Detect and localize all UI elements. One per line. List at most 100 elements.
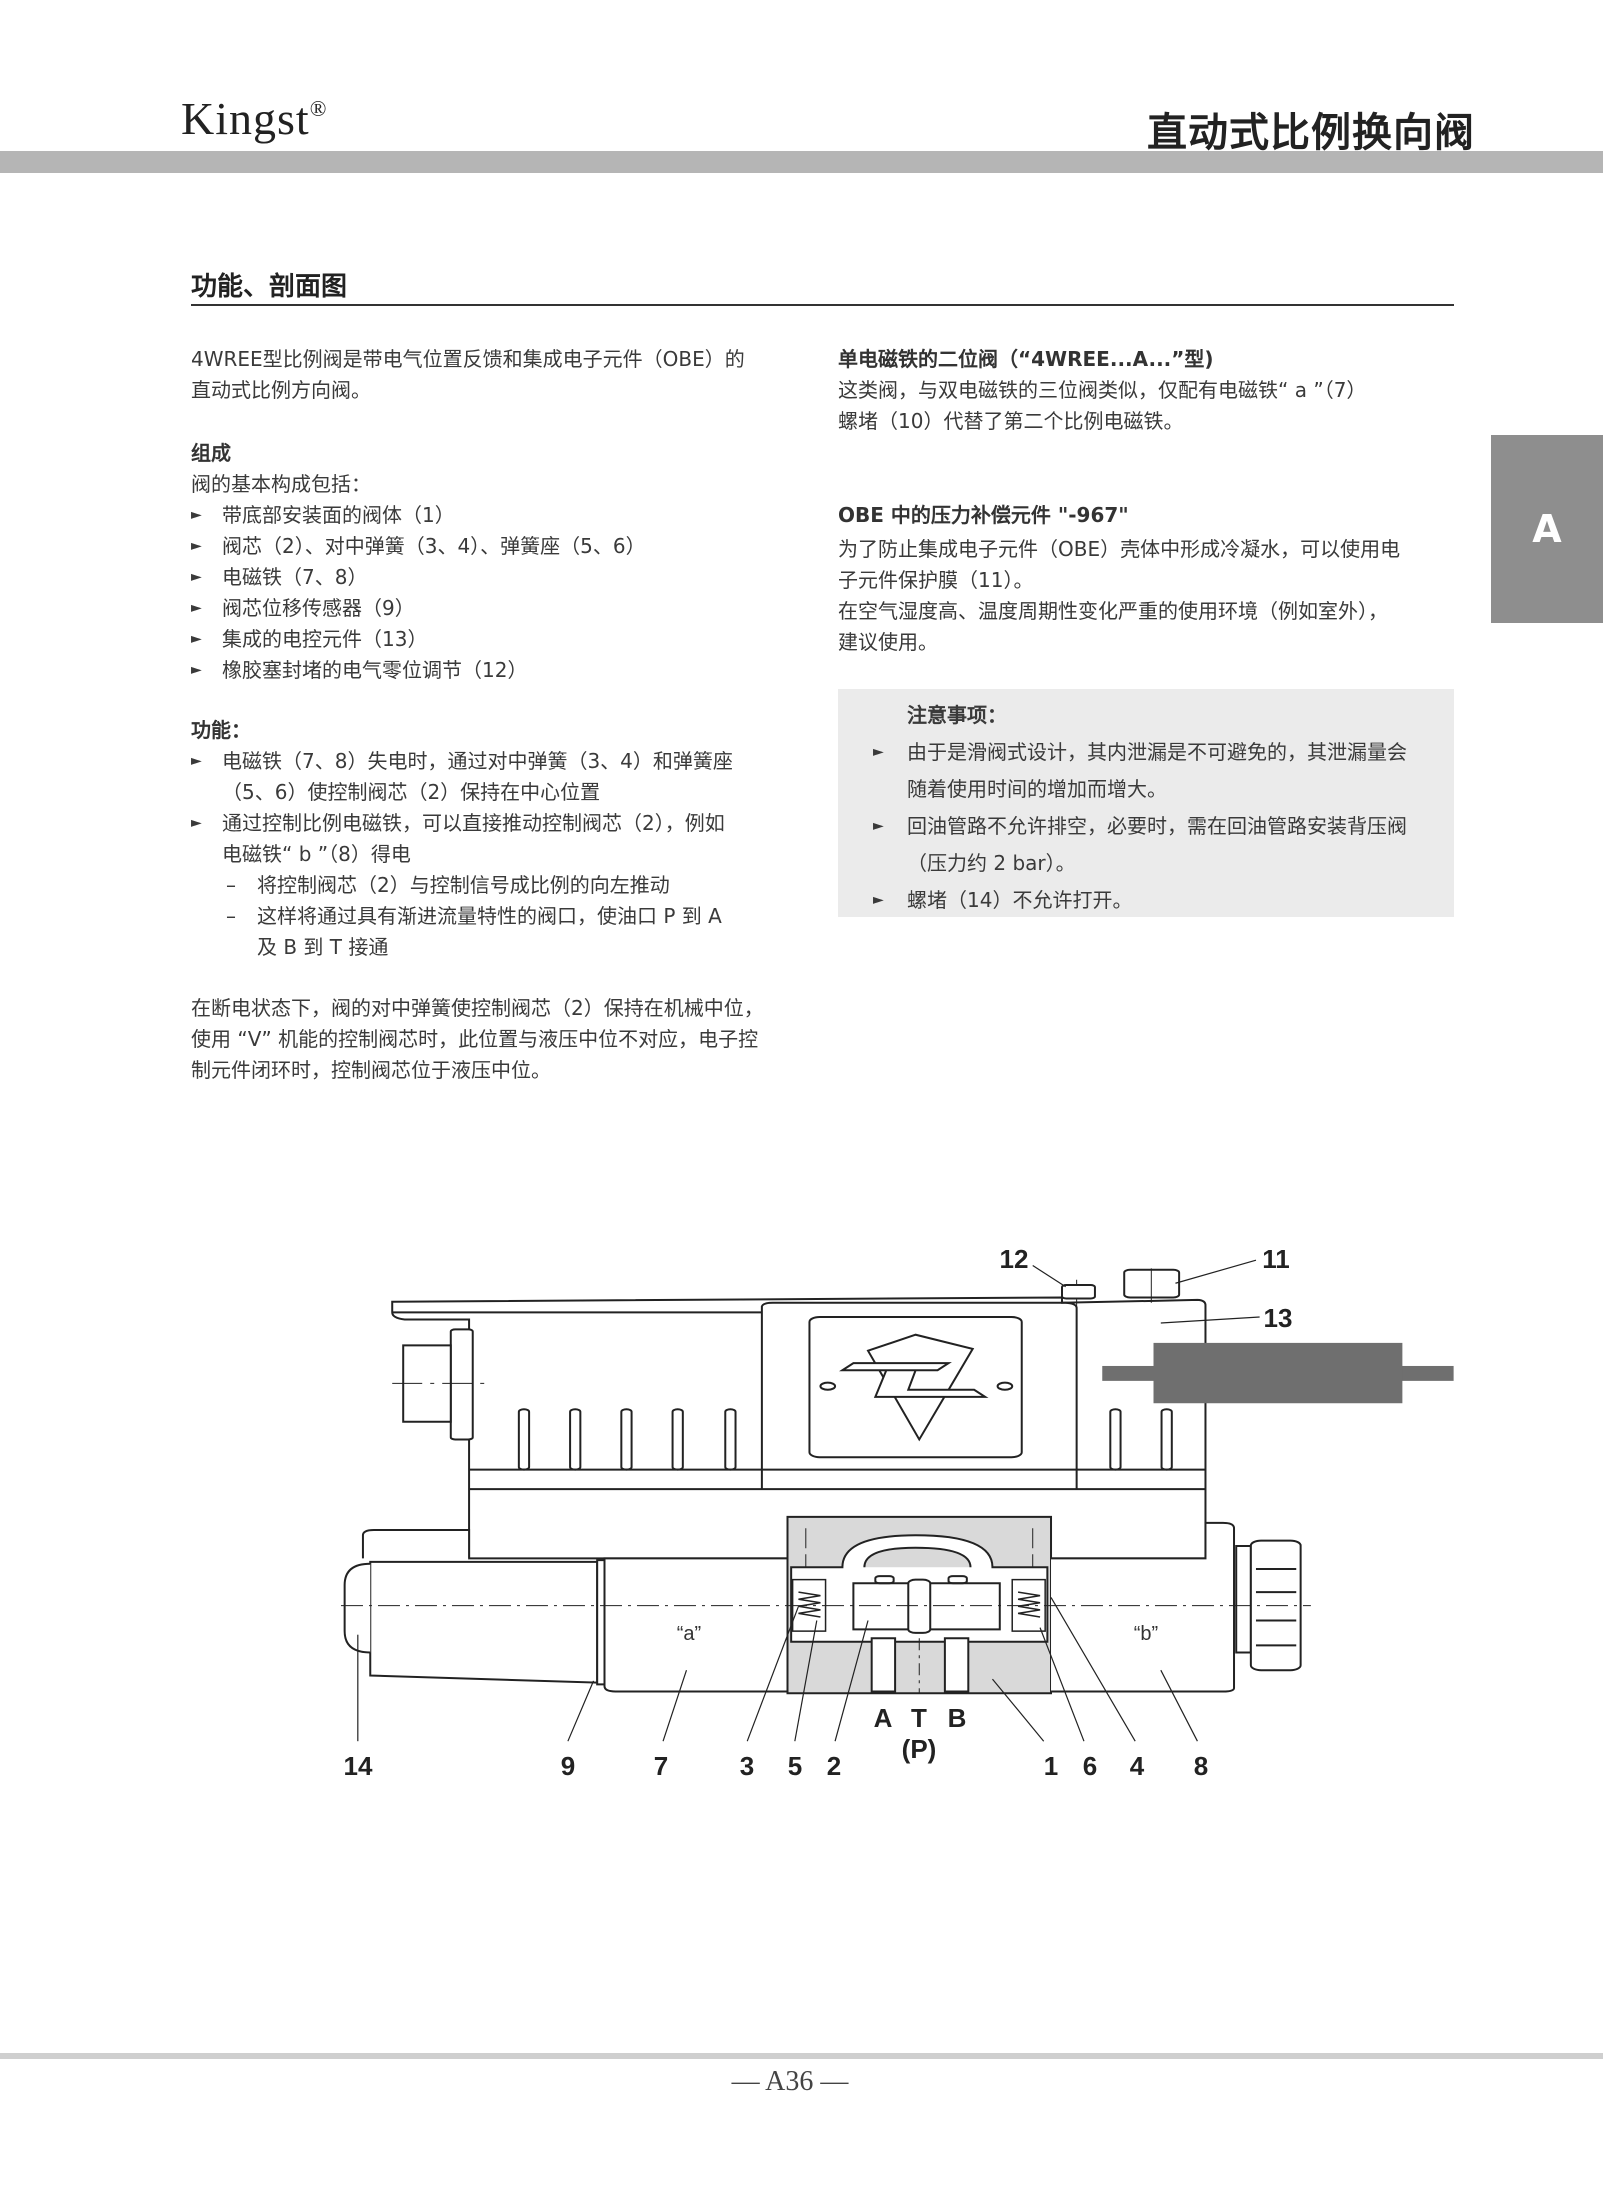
page-number: — A36 — bbox=[731, 2066, 849, 2097]
text-line: 为了防止集成电子元件（OBE）壳体中形成冷凝水，可以使用电 bbox=[838, 537, 1401, 561]
notice-item: ► 螺堵（14）不允许打开。 bbox=[858, 882, 1438, 919]
callout-5: 5 bbox=[788, 1751, 802, 1781]
zero-adjust-plug bbox=[1062, 1285, 1095, 1298]
item-text: 及 B 到 T 接通 bbox=[257, 935, 389, 959]
item-text: 阀芯位移传感器（9） bbox=[222, 596, 415, 620]
protective-membrane bbox=[1124, 1268, 1179, 1302]
text-line: 4WREE型比例阀是带电气位置反馈和集成电子元件（OBE）的 bbox=[191, 347, 745, 371]
text-line: 这类阀，与双电磁铁的三位阀类似，仅配有电磁铁“ a ”（7） bbox=[838, 378, 1367, 402]
item-text: 橡胶塞封堵的电气零位调节（12） bbox=[222, 658, 528, 682]
item-text: 螺堵（14）不允许打开。 bbox=[907, 888, 1133, 912]
list-item: ► 电磁铁（7、8）失电时，通过对中弹簧（3、4）和弹簧座 （5、6）使控制阀芯… bbox=[191, 746, 831, 808]
callout-12: 12 bbox=[1000, 1244, 1029, 1274]
list-item: ► 阀芯位移传感器（9） bbox=[191, 593, 811, 624]
item-text: 电磁铁（7、8）失电时，通过对中弹簧（3、4）和弹簧座 bbox=[222, 749, 733, 773]
composition-section: 组成 阀的基本构成包括： ► 带底部安装面的阀体（1） ►阀芯（2）、对中弹簧（3… bbox=[191, 438, 811, 686]
list-item: ►阀芯（2）、对中弹簧（3、4）、弹簧座（5、6） bbox=[191, 531, 811, 562]
list-item: ► 通过控制比例电磁铁，可以直接推动控制阀芯（2），例如 电磁铁“ b ”（8）… bbox=[191, 808, 831, 870]
intro-paragraph: 4WREE型比例阀是带电气位置反馈和集成电子元件（OBE）的 直动式比例方向阀。 bbox=[191, 344, 811, 406]
brand-emblem-icon bbox=[820, 1335, 1012, 1440]
obe-heading: OBE 中的压力补偿元件 "-967" bbox=[838, 503, 1129, 527]
text-line: 直动式比例方向阀。 bbox=[191, 378, 371, 402]
obe-section: OBE 中的压力补偿元件 "-967" 为了防止集成电子元件（OBE）壳体中形成… bbox=[838, 500, 1458, 658]
obe-block bbox=[1102, 1342, 1454, 1404]
brand-logo: Kingst® bbox=[181, 92, 327, 145]
solenoid-b-label: “b” bbox=[1134, 1623, 1158, 1645]
bullet-icon: ► bbox=[191, 662, 202, 678]
callout-8: 8 bbox=[1194, 1751, 1208, 1781]
port-t-label: T bbox=[911, 1703, 927, 1733]
leader-lines bbox=[358, 1260, 1260, 1741]
item-text: 通过控制比例电磁铁，可以直接推动控制阀芯（2），例如 bbox=[222, 811, 725, 835]
bullet-icon: ► bbox=[873, 892, 884, 908]
brand-name: Kingst bbox=[181, 93, 310, 144]
composition-heading: 组成 bbox=[191, 441, 231, 465]
section-title: 功能、剖面图 bbox=[191, 272, 348, 302]
list-item: ►电磁铁（7、8） bbox=[191, 562, 811, 593]
bullet-icon: ► bbox=[873, 744, 884, 760]
bullet-icon: ► bbox=[191, 753, 202, 769]
item-text: 这样将通过具有渐进流量特性的阀口，使油口 P 到 A bbox=[257, 904, 722, 928]
callout-9: 9 bbox=[561, 1751, 575, 1781]
callout-1: 1 bbox=[1044, 1751, 1058, 1781]
section-divider bbox=[191, 304, 1454, 306]
notice-item: ► 由于是滑阀式设计，其内泄漏是不可避免的，其泄漏量会 随着使用时间的增加而增大… bbox=[858, 734, 1438, 808]
sub-list-item: – 将控制阀芯（2）与控制信号成比例的向左推动 bbox=[191, 870, 831, 901]
solenoid-a-label: “a” bbox=[677, 1623, 701, 1645]
list-item: ► 带底部安装面的阀体（1） bbox=[191, 500, 811, 531]
callout-4: 4 bbox=[1130, 1751, 1145, 1781]
cooling-fins bbox=[519, 1409, 1172, 1469]
item-text: 回油管路不允许排空，必要时，需在回油管路安装背压阀 bbox=[907, 814, 1407, 838]
list-item: ► 橡胶塞封堵的电气零位调节（12） bbox=[191, 655, 811, 686]
item-text: 集成的电控元件（13） bbox=[222, 627, 428, 651]
text-line: 建议使用。 bbox=[838, 630, 938, 654]
text-line: 子元件保护膜（11）。 bbox=[838, 568, 1034, 592]
valve-cross-section-diagram: “a” “b” A T B (P) 14 9 7 3 5 2 1 6 4 8 1… bbox=[330, 1244, 1454, 1781]
text-line: 使用 “V” 机能的控制阀芯时，此位置与液压中位不对应，电子控 bbox=[191, 1027, 759, 1051]
single-solenoid-section: 单电磁铁的二位阀（“4WREE...A...”型) 这类阀，与双电磁铁的三位阀类… bbox=[838, 344, 1458, 437]
sub-list-item: – 这样将通过具有渐进流量特性的阀口，使油口 P 到 A 及 B 到 T 接通 bbox=[191, 901, 831, 963]
function-section: 功能： ► 电磁铁（7、8）失电时，通过对中弹簧（3、4）和弹簧座 （5、6）使… bbox=[191, 715, 831, 963]
notice-item: ► 回油管路不允许排空，必要时，需在回油管路安装背压阀 （压力约 2 bar）。 bbox=[858, 808, 1438, 882]
single-solenoid-heading: 单电磁铁的二位阀（“4WREE...A...”型) bbox=[838, 347, 1214, 371]
registered-mark: ® bbox=[309, 96, 328, 121]
bullet-icon: ► bbox=[191, 815, 202, 831]
text-line: 制元件闭环时，控制阀芯位于液压中位。 bbox=[191, 1058, 551, 1082]
callout-13: 13 bbox=[1264, 1303, 1293, 1333]
list-item: ► 集成的电控元件（13） bbox=[191, 624, 811, 655]
callout-3: 3 bbox=[740, 1751, 754, 1781]
header-bar bbox=[0, 151, 1603, 173]
item-text: 带底部安装面的阀体（1） bbox=[222, 503, 455, 527]
port-a-label: A bbox=[874, 1703, 893, 1733]
callout-2: 2 bbox=[827, 1751, 841, 1781]
item-text: 电磁铁“ b ”（8）得电 bbox=[222, 842, 411, 866]
bullet-icon: ► bbox=[191, 569, 202, 585]
bullet-icon: ► bbox=[191, 538, 202, 554]
notice-heading: 注意事项： bbox=[907, 703, 1007, 727]
text-line: 在断电状态下，阀的对中弹簧使控制阀芯（2）保持在机械中位， bbox=[191, 996, 764, 1020]
diagram-labels: “a” “b” A T B (P) 14 9 7 3 5 2 1 6 4 8 1… bbox=[344, 1244, 1293, 1781]
footer-divider bbox=[0, 2053, 1603, 2059]
bullet-icon: ► bbox=[191, 600, 202, 616]
callout-6: 6 bbox=[1083, 1751, 1097, 1781]
text-line: 螺堵（10）代替了第二个比例电磁铁。 bbox=[838, 409, 1184, 433]
item-text: 随着使用时间的增加而增大。 bbox=[907, 777, 1167, 801]
electrical-connector bbox=[392, 1329, 491, 1439]
solenoid-a bbox=[345, 1530, 788, 1692]
closing-paragraph: 在断电状态下，阀的对中弹簧使控制阀芯（2）保持在机械中位， 使用 “V” 机能的… bbox=[191, 993, 831, 1086]
callout-11: 11 bbox=[1262, 1244, 1290, 1274]
bullet-icon: ► bbox=[191, 507, 202, 523]
item-text: （5、6）使控制阀芯（2）保持在中心位置 bbox=[222, 780, 601, 804]
bullet-icon: ► bbox=[191, 631, 202, 647]
composition-lead: 阀的基本构成包括： bbox=[191, 472, 371, 496]
item-text: 将控制阀芯（2）与控制信号成比例的向左推动 bbox=[257, 873, 670, 897]
side-tab-a[interactable]: A bbox=[1491, 435, 1603, 623]
text-line: 在空气湿度高、温度周期性变化严重的使用环境（例如室外）， bbox=[838, 599, 1388, 623]
item-text: （压力约 2 bar）。 bbox=[907, 851, 1076, 875]
function-heading: 功能： bbox=[191, 718, 251, 742]
port-b-label: B bbox=[948, 1703, 967, 1733]
notice-box: 注意事项： ► 由于是滑阀式设计，其内泄漏是不可避免的，其泄漏量会 随着使用时间… bbox=[838, 689, 1454, 917]
dash-icon: – bbox=[226, 873, 236, 897]
spool bbox=[853, 1576, 999, 1633]
callout-14: 14 bbox=[344, 1751, 373, 1781]
